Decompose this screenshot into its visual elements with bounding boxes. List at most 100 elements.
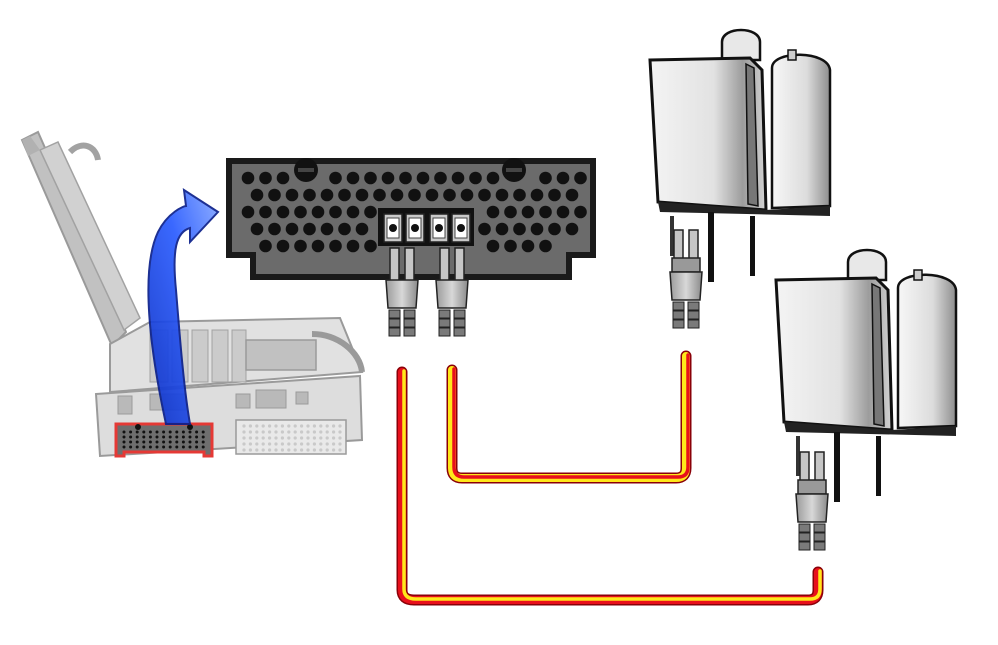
fiber-cable-short bbox=[452, 355, 688, 478]
lc-boot-ring-left bbox=[389, 310, 400, 318]
bay-vent bbox=[306, 436, 309, 439]
cable-strand-b bbox=[454, 355, 688, 477]
module-vent-hole bbox=[478, 189, 491, 202]
module-vent-hole bbox=[312, 240, 325, 253]
module-vent-hole bbox=[321, 223, 334, 236]
module-vent-hole bbox=[539, 172, 552, 185]
bay-vent bbox=[319, 436, 322, 439]
slot-vent bbox=[169, 431, 172, 434]
bay-vent bbox=[294, 436, 297, 439]
radio-antenna-cylinder bbox=[898, 275, 956, 428]
module-vent-hole bbox=[426, 189, 439, 202]
module-slot-outline bbox=[116, 424, 212, 456]
bay-vent bbox=[294, 448, 297, 451]
bay-vent bbox=[274, 436, 277, 439]
module-vent-hole bbox=[286, 189, 299, 202]
bay-vent bbox=[338, 424, 341, 427]
module-vent-hole bbox=[408, 189, 421, 202]
bay-vent bbox=[255, 436, 258, 439]
port-ferrule bbox=[457, 224, 465, 232]
network-module-screw-right-slot bbox=[506, 168, 522, 172]
module-vent-hole bbox=[399, 172, 412, 185]
module-vent-hole bbox=[487, 240, 500, 253]
bay-vent bbox=[249, 442, 252, 445]
module-vent-hole bbox=[566, 223, 579, 236]
bay-vent bbox=[249, 448, 252, 451]
bay-vent bbox=[294, 430, 297, 433]
bay-vent bbox=[268, 424, 271, 427]
bay-vent bbox=[338, 430, 341, 433]
cable-strand-a bbox=[402, 372, 818, 600]
bay-vent bbox=[300, 430, 303, 433]
slot-vent bbox=[175, 431, 178, 434]
module-vent-hole bbox=[531, 223, 544, 236]
bay-vent bbox=[313, 424, 316, 427]
radio-top-cap bbox=[722, 30, 760, 60]
slot-vent bbox=[142, 441, 145, 444]
module-vent-hole bbox=[548, 223, 561, 236]
bay-vent bbox=[287, 448, 290, 451]
slot-vent bbox=[169, 446, 172, 449]
lc-plug-left bbox=[440, 248, 449, 284]
radio-knob bbox=[788, 50, 796, 60]
port-4[interactable] bbox=[452, 214, 470, 242]
lc-boot-ring-right bbox=[404, 319, 415, 327]
slot-vent bbox=[156, 441, 159, 444]
slot-vent bbox=[149, 441, 152, 444]
module-vent-hole bbox=[364, 172, 377, 185]
module-vent-hole bbox=[373, 189, 386, 202]
module-vent-hole bbox=[557, 172, 570, 185]
module-vent-hole bbox=[391, 189, 404, 202]
module-vent-hole bbox=[548, 189, 561, 202]
slot-vent bbox=[195, 441, 198, 444]
slot-vent bbox=[195, 446, 198, 449]
slot-vent bbox=[156, 436, 159, 439]
bay-vent bbox=[319, 424, 322, 427]
lc-boot-ring-left bbox=[799, 542, 810, 550]
lc-boot-ring-right bbox=[404, 310, 415, 318]
module-vent-hole bbox=[452, 172, 465, 185]
module-vent-hole bbox=[338, 189, 351, 202]
module-slot-screw-left bbox=[135, 424, 141, 430]
port-3[interactable] bbox=[430, 214, 448, 242]
slot-vent bbox=[136, 431, 139, 434]
bay-vent bbox=[255, 430, 258, 433]
slot-vent bbox=[129, 436, 132, 439]
bay-vent bbox=[326, 448, 329, 451]
port-ferrule bbox=[389, 224, 397, 232]
module-vent-hole bbox=[329, 240, 342, 253]
port-1[interactable] bbox=[384, 214, 402, 242]
laptop-touchpad bbox=[246, 340, 316, 370]
module-vent-hole bbox=[286, 223, 299, 236]
bay-vent bbox=[268, 430, 271, 433]
radio-antenna-cylinder bbox=[772, 55, 830, 208]
module-vent-hole bbox=[312, 206, 325, 219]
module-vent-hole bbox=[574, 206, 587, 219]
bay-vent bbox=[287, 442, 290, 445]
port-2[interactable] bbox=[406, 214, 424, 242]
module-vent-hole bbox=[496, 223, 509, 236]
slot-vent bbox=[129, 446, 132, 449]
module-vent-hole bbox=[434, 172, 447, 185]
bay-vent bbox=[319, 448, 322, 451]
lc-plug-left bbox=[800, 452, 809, 484]
slot-vent bbox=[195, 431, 198, 434]
fiber-cables bbox=[402, 355, 820, 600]
module-vent-hole bbox=[347, 206, 360, 219]
module-vent-hole bbox=[338, 223, 351, 236]
bay-vent bbox=[332, 442, 335, 445]
lc-body bbox=[796, 494, 828, 522]
module-vent-hole bbox=[487, 172, 500, 185]
bay-vent bbox=[313, 442, 316, 445]
network-module-screw-left-slot bbox=[298, 168, 314, 172]
module-vent-hole bbox=[496, 189, 509, 202]
lc-body bbox=[436, 280, 468, 308]
lc-plug-left bbox=[390, 248, 399, 284]
bay-vent bbox=[338, 442, 341, 445]
slot-vent bbox=[182, 441, 185, 444]
bay-vent bbox=[281, 442, 284, 445]
port-ferrule bbox=[435, 224, 443, 232]
lc-boot-ring-left bbox=[389, 328, 400, 336]
slot-vent bbox=[202, 441, 205, 444]
